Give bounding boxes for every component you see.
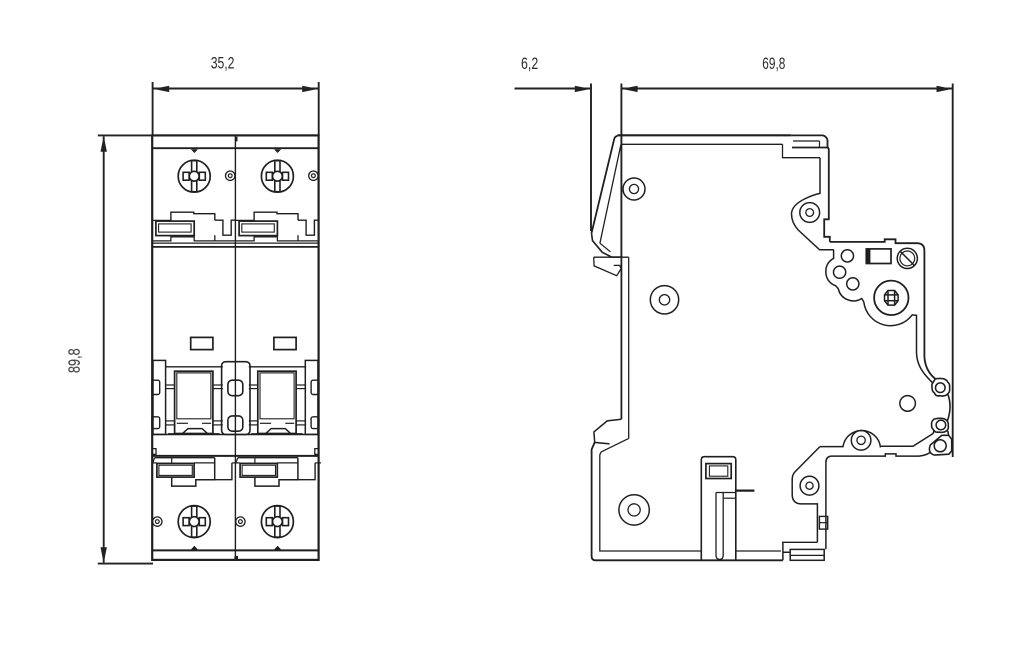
svg-text:6,2: 6,2 [521,55,538,73]
svg-text:35,2: 35,2 [211,55,235,73]
svg-text:89,8: 89,8 [66,348,84,373]
svg-text:69,8: 69,8 [762,55,785,73]
